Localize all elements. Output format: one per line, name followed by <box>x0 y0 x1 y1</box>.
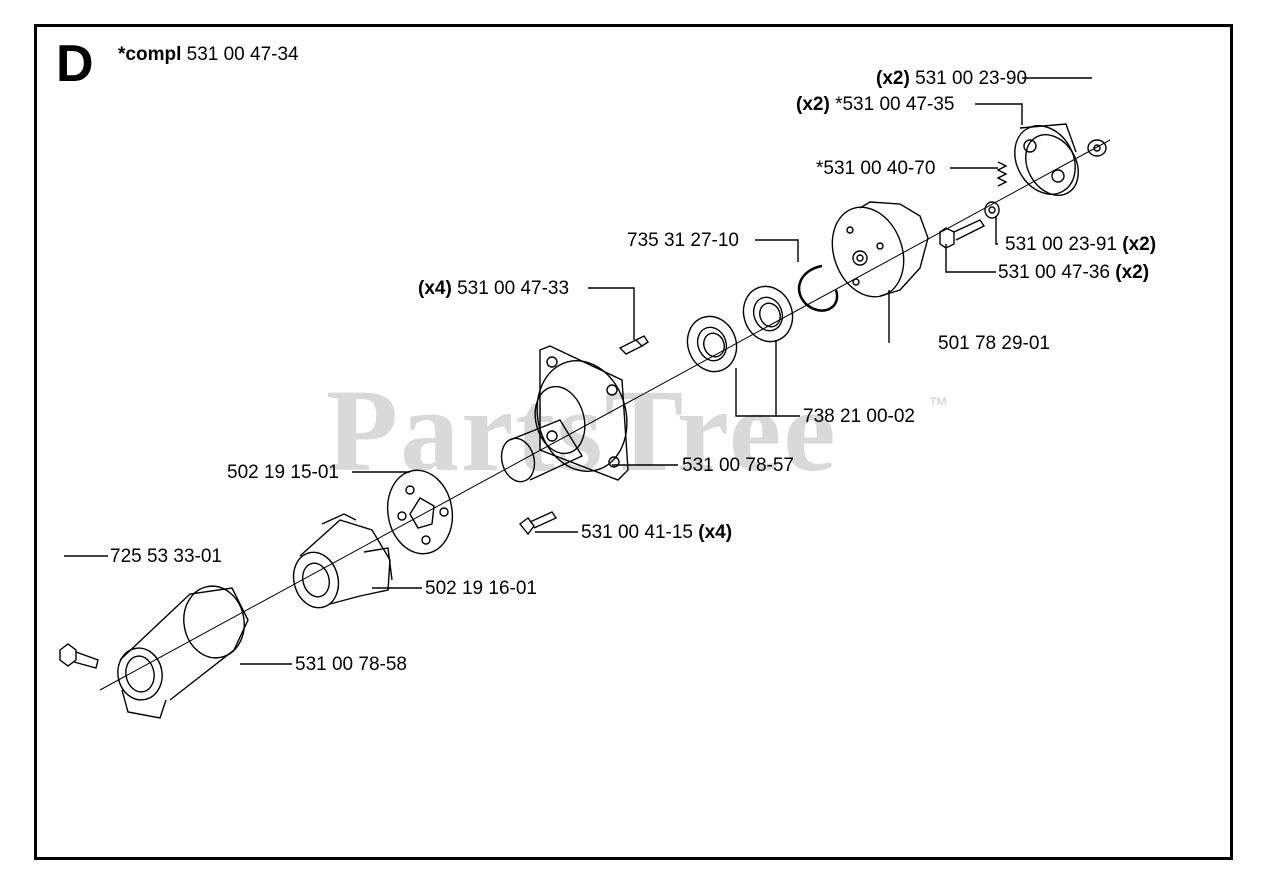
part-label-531-00-47-36[interactable]: 531 00 47-36 (x2) <box>998 263 1149 282</box>
part-label-531-00-78-57[interactable]: 531 00 78-57 <box>682 456 794 475</box>
diagram-frame <box>34 24 1233 860</box>
part-label-531-00-78-58[interactable]: 531 00 78-58 <box>295 655 407 674</box>
part-number: 501 78 29-01 <box>938 333 1050 354</box>
watermark-trademark: ™ <box>928 394 948 416</box>
part-qty: (x4) <box>418 278 452 299</box>
part-label-531-00-47-33[interactable]: (x4) 531 00 47-33 <box>418 279 569 298</box>
compl-prefix: *compl <box>118 44 182 65</box>
gasket-part <box>386 469 454 555</box>
clamp-part <box>292 513 393 609</box>
washer-part <box>1087 139 1107 157</box>
part-qty: (x4) <box>698 522 733 543</box>
part-qty: (x2) <box>1122 234 1157 255</box>
part-number: 531 00 41-15 <box>581 522 693 543</box>
part-qty: (x2) <box>876 68 910 89</box>
compl-number: 531 00 47-34 <box>186 44 299 65</box>
part-label-735-31-27-10[interactable]: 735 31 27-10 <box>627 231 739 250</box>
screw-part-middle <box>519 511 558 536</box>
part-number: 531 00 23-90 <box>915 68 1028 89</box>
part-number: 738 21 00-02 <box>803 406 915 427</box>
part-number: 725 53 33-01 <box>110 546 222 567</box>
flange-housing-part <box>500 345 629 483</box>
small-washer-part <box>984 201 1000 219</box>
part-number: 531 00 47-36 <box>998 262 1110 283</box>
bolt-part-left <box>59 643 99 669</box>
part-number: 502 19 15-01 <box>227 462 339 483</box>
part-qty: (x2) <box>1115 262 1150 283</box>
spring-part <box>996 161 1008 187</box>
part-qty: (x2) <box>796 94 830 115</box>
part-number: 531 00 78-58 <box>295 654 407 675</box>
part-label-531-00-41-15[interactable]: 531 00 41-15 (x4) <box>581 523 732 542</box>
bolt-part <box>939 219 986 249</box>
bearing-part-1 <box>742 285 794 343</box>
screw-part-top <box>618 335 649 355</box>
part-label-502-19-16-01[interactable]: 502 19 16-01 <box>425 579 537 598</box>
part-label-501-78-29-01[interactable]: 501 78 29-01 <box>938 334 1050 353</box>
circlip-part <box>797 264 839 312</box>
part-number: 531 00 47-33 <box>457 278 570 299</box>
clutch-shoe-part <box>1014 123 1079 196</box>
part-label-738-21-00-02[interactable]: 738 21 00-02 <box>803 407 915 426</box>
assembly-axis <box>99 139 1111 691</box>
part-number: 531 00 23-91 <box>1005 234 1117 255</box>
part-label-531-00-47-35[interactable]: (x2) *531 00 47-35 <box>796 95 954 114</box>
part-label-531-00-23-91[interactable]: 531 00 23-91 (x2) <box>1005 235 1156 254</box>
part-label-531-00-23-90[interactable]: (x2) 531 00 23-90 <box>876 69 1027 88</box>
part-label-531-00-40-70[interactable]: *531 00 40-70 <box>816 159 935 178</box>
bearing-part-2 <box>686 315 738 373</box>
cone-housing-part <box>117 585 249 719</box>
part-number: 735 31 27-10 <box>627 230 739 251</box>
clutch-drum-part <box>831 201 929 298</box>
part-label-502-19-15-01[interactable]: 502 19 15-01 <box>227 463 339 482</box>
part-number: 531 00 78-57 <box>682 455 794 476</box>
complete-assembly-label: *compl 531 00 47-34 <box>118 44 299 66</box>
section-letter: D <box>56 35 94 93</box>
part-label-725-53-33-01[interactable]: 725 53 33-01 <box>110 547 222 566</box>
part-number: *531 00 47-35 <box>835 94 955 115</box>
part-number: 502 19 16-01 <box>425 578 537 599</box>
part-number: *531 00 40-70 <box>816 158 936 179</box>
watermark: PartsTree <box>326 365 838 496</box>
